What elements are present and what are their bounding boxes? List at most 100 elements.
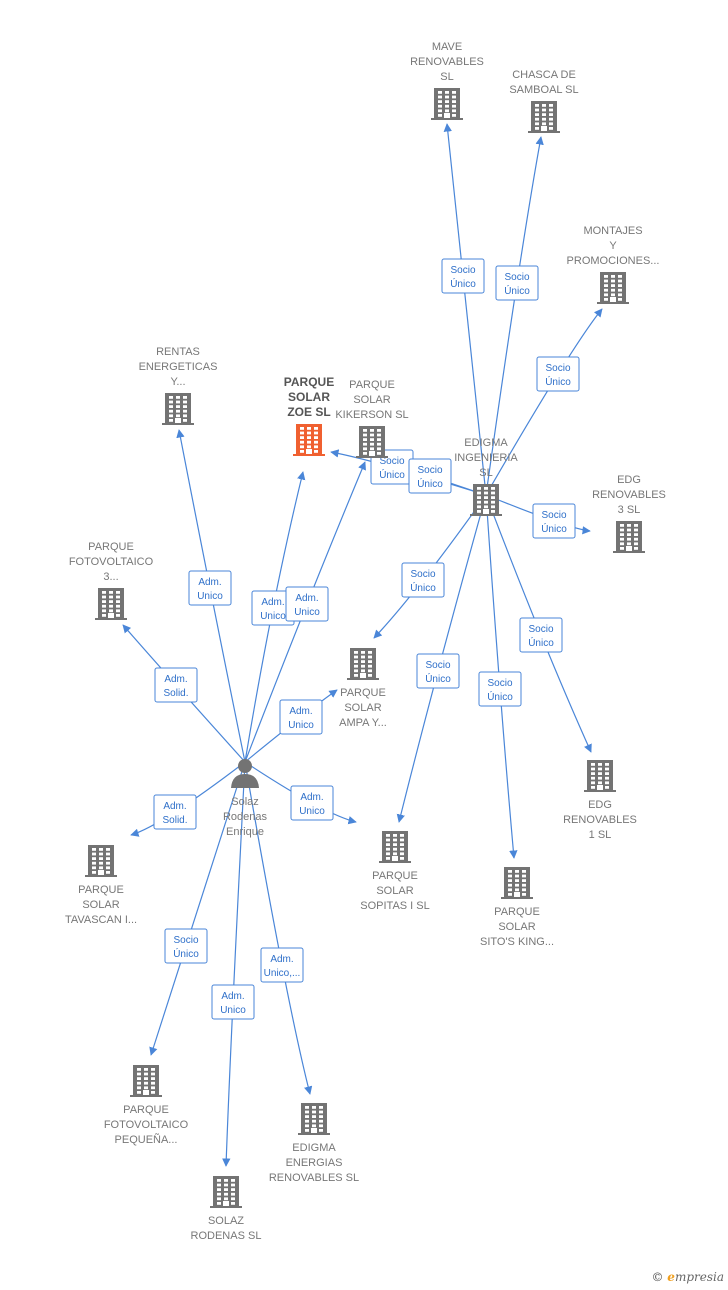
- edge-label-box: [279, 699, 323, 735]
- edge-label-text: Socio: [528, 624, 553, 635]
- edge-label-box: [408, 458, 452, 494]
- building-icon: [501, 867, 533, 899]
- node-label: SITO'S KING...: [480, 936, 554, 948]
- node-label: ENERGETICAS: [139, 361, 218, 373]
- edge-label-solaz-solaz_sl[interactable]: Adm.Unico: [211, 984, 255, 1020]
- node-label: SOLAR: [288, 390, 330, 404]
- node-label: EDIGMA: [464, 437, 508, 449]
- edge-label-text: Único: [487, 690, 513, 703]
- edge-label-box: [495, 265, 539, 301]
- node-rentas[interactable]: RENTASENERGETICASY...: [139, 346, 218, 425]
- node-fotov3[interactable]: PARQUEFOTOVOLTAICO3...: [69, 541, 154, 620]
- edge-label-text: Único: [541, 522, 567, 535]
- edge-label-box: [154, 667, 198, 703]
- edge-label-text: Unico: [220, 1005, 246, 1016]
- edge-label-solaz-sopitas[interactable]: Adm.Unico: [290, 785, 334, 821]
- building-icon: [162, 393, 194, 425]
- edge-label-text: Solid.: [162, 815, 187, 826]
- node-label: RENOVABLES: [410, 56, 484, 68]
- edge-label-solaz-kikerson[interactable]: Adm.Unico: [285, 586, 329, 622]
- node-label: PARQUE: [494, 906, 540, 918]
- edge-label-text: Socio: [425, 660, 450, 671]
- node-label: SL: [479, 467, 492, 479]
- edge-edigma-montajes: [485, 308, 603, 496]
- edge-label-box: [285, 586, 329, 622]
- edge-label-box: [536, 356, 580, 392]
- edge-label-box: [441, 258, 485, 294]
- edge-label-solaz-zoe[interactable]: Adm.Unico: [251, 590, 295, 626]
- edge-label-text: Socio: [545, 363, 570, 374]
- node-label: 3...: [103, 571, 118, 583]
- building-icon: [210, 1176, 242, 1208]
- node-label: MAVE: [432, 41, 462, 53]
- edge-label-solaz-tavascan[interactable]: Adm.Solid.: [153, 794, 197, 830]
- node-label: Solaz: [231, 796, 259, 808]
- node-label: FOTOVOLTAICO: [69, 556, 154, 568]
- edge-label-text: Único: [504, 284, 530, 297]
- edge-label-box: [416, 653, 460, 689]
- building-icon: [347, 648, 379, 680]
- edge-label-text: Único: [410, 581, 436, 594]
- node-label: Y: [609, 240, 617, 252]
- node-label: RENOVABLES: [563, 814, 637, 826]
- edge-label-box: [478, 671, 522, 707]
- edge-label-text: Solid.: [163, 688, 188, 699]
- edge-label-solaz-ampa[interactable]: Adm.Unico: [279, 699, 323, 735]
- edge-label-text: Unico,...: [264, 968, 301, 979]
- building-icon: [130, 1065, 162, 1097]
- edge-label-text: Único: [545, 375, 571, 388]
- node-label: RENOVABLES: [592, 489, 666, 501]
- edge-label-text: Unico: [260, 611, 286, 622]
- edge-label-text: Único: [450, 277, 476, 290]
- node-label: SAMBOAL SL: [509, 84, 578, 96]
- edge-label-box: [260, 947, 304, 983]
- edge-label-solaz-edigma_energias[interactable]: Adm.Unico,...: [260, 947, 304, 983]
- edge-label-text: Adm.: [295, 593, 318, 604]
- node-label: AMPA Y...: [339, 717, 387, 729]
- node-label: SOLAZ: [208, 1215, 244, 1227]
- node-label: TAVASCAN I...: [65, 914, 137, 926]
- node-label: EDIGMA: [292, 1142, 336, 1154]
- edge-label-text: Socio: [504, 272, 529, 283]
- edge-label-solaz-fotov3[interactable]: Adm.Solid.: [154, 667, 198, 703]
- edge-label-text: Socio: [541, 510, 566, 521]
- node-pequena[interactable]: PARQUEFOTOVOLTAICOPEQUEÑA...: [104, 1065, 189, 1146]
- node-label: ENERGIAS: [286, 1157, 343, 1169]
- edge-label-text: Socio: [379, 456, 404, 467]
- building-icon: [431, 88, 463, 120]
- edge-label-text: Único: [417, 477, 443, 490]
- node-montajes[interactable]: MONTAJESYPROMOCIONES...: [567, 225, 660, 304]
- node-label: FOTOVOLTAICO: [104, 1119, 189, 1131]
- edge-label-text: Adm.: [300, 792, 323, 803]
- building-icon: [379, 831, 411, 863]
- edge-label-box: [153, 794, 197, 830]
- node-solaz_sl[interactable]: SOLAZ RODENAS SL: [191, 1176, 262, 1242]
- node-label: RODENAS SL: [191, 1230, 262, 1242]
- edge-label-solaz-rentas[interactable]: Adm.Unico: [188, 570, 232, 606]
- copyright-icon: ©: [651, 1270, 664, 1284]
